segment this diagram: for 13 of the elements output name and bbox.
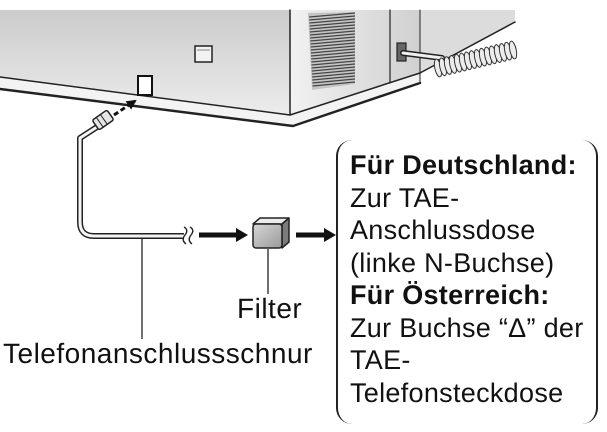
arrow <box>199 228 248 242</box>
leader-line <box>141 239 143 339</box>
filter-cube <box>251 216 291 250</box>
leader-line <box>267 249 269 294</box>
instruction-text: Zur Buchse “Δ” der TAE-Telefonsteckdose <box>350 312 585 409</box>
part-label: Telefonanschlussschnur <box>3 338 313 370</box>
country-heading: Für Deutschland: <box>350 149 577 182</box>
instruction-text: Zur TAE-Anschlussdose (linke N-Buchse) <box>350 182 556 279</box>
part-label: Filter <box>237 293 302 325</box>
arrow <box>113 100 137 116</box>
arrow <box>296 228 336 242</box>
fax-machine-drawing <box>0 10 516 127</box>
country-heading: Für Österreich: <box>350 279 550 312</box>
